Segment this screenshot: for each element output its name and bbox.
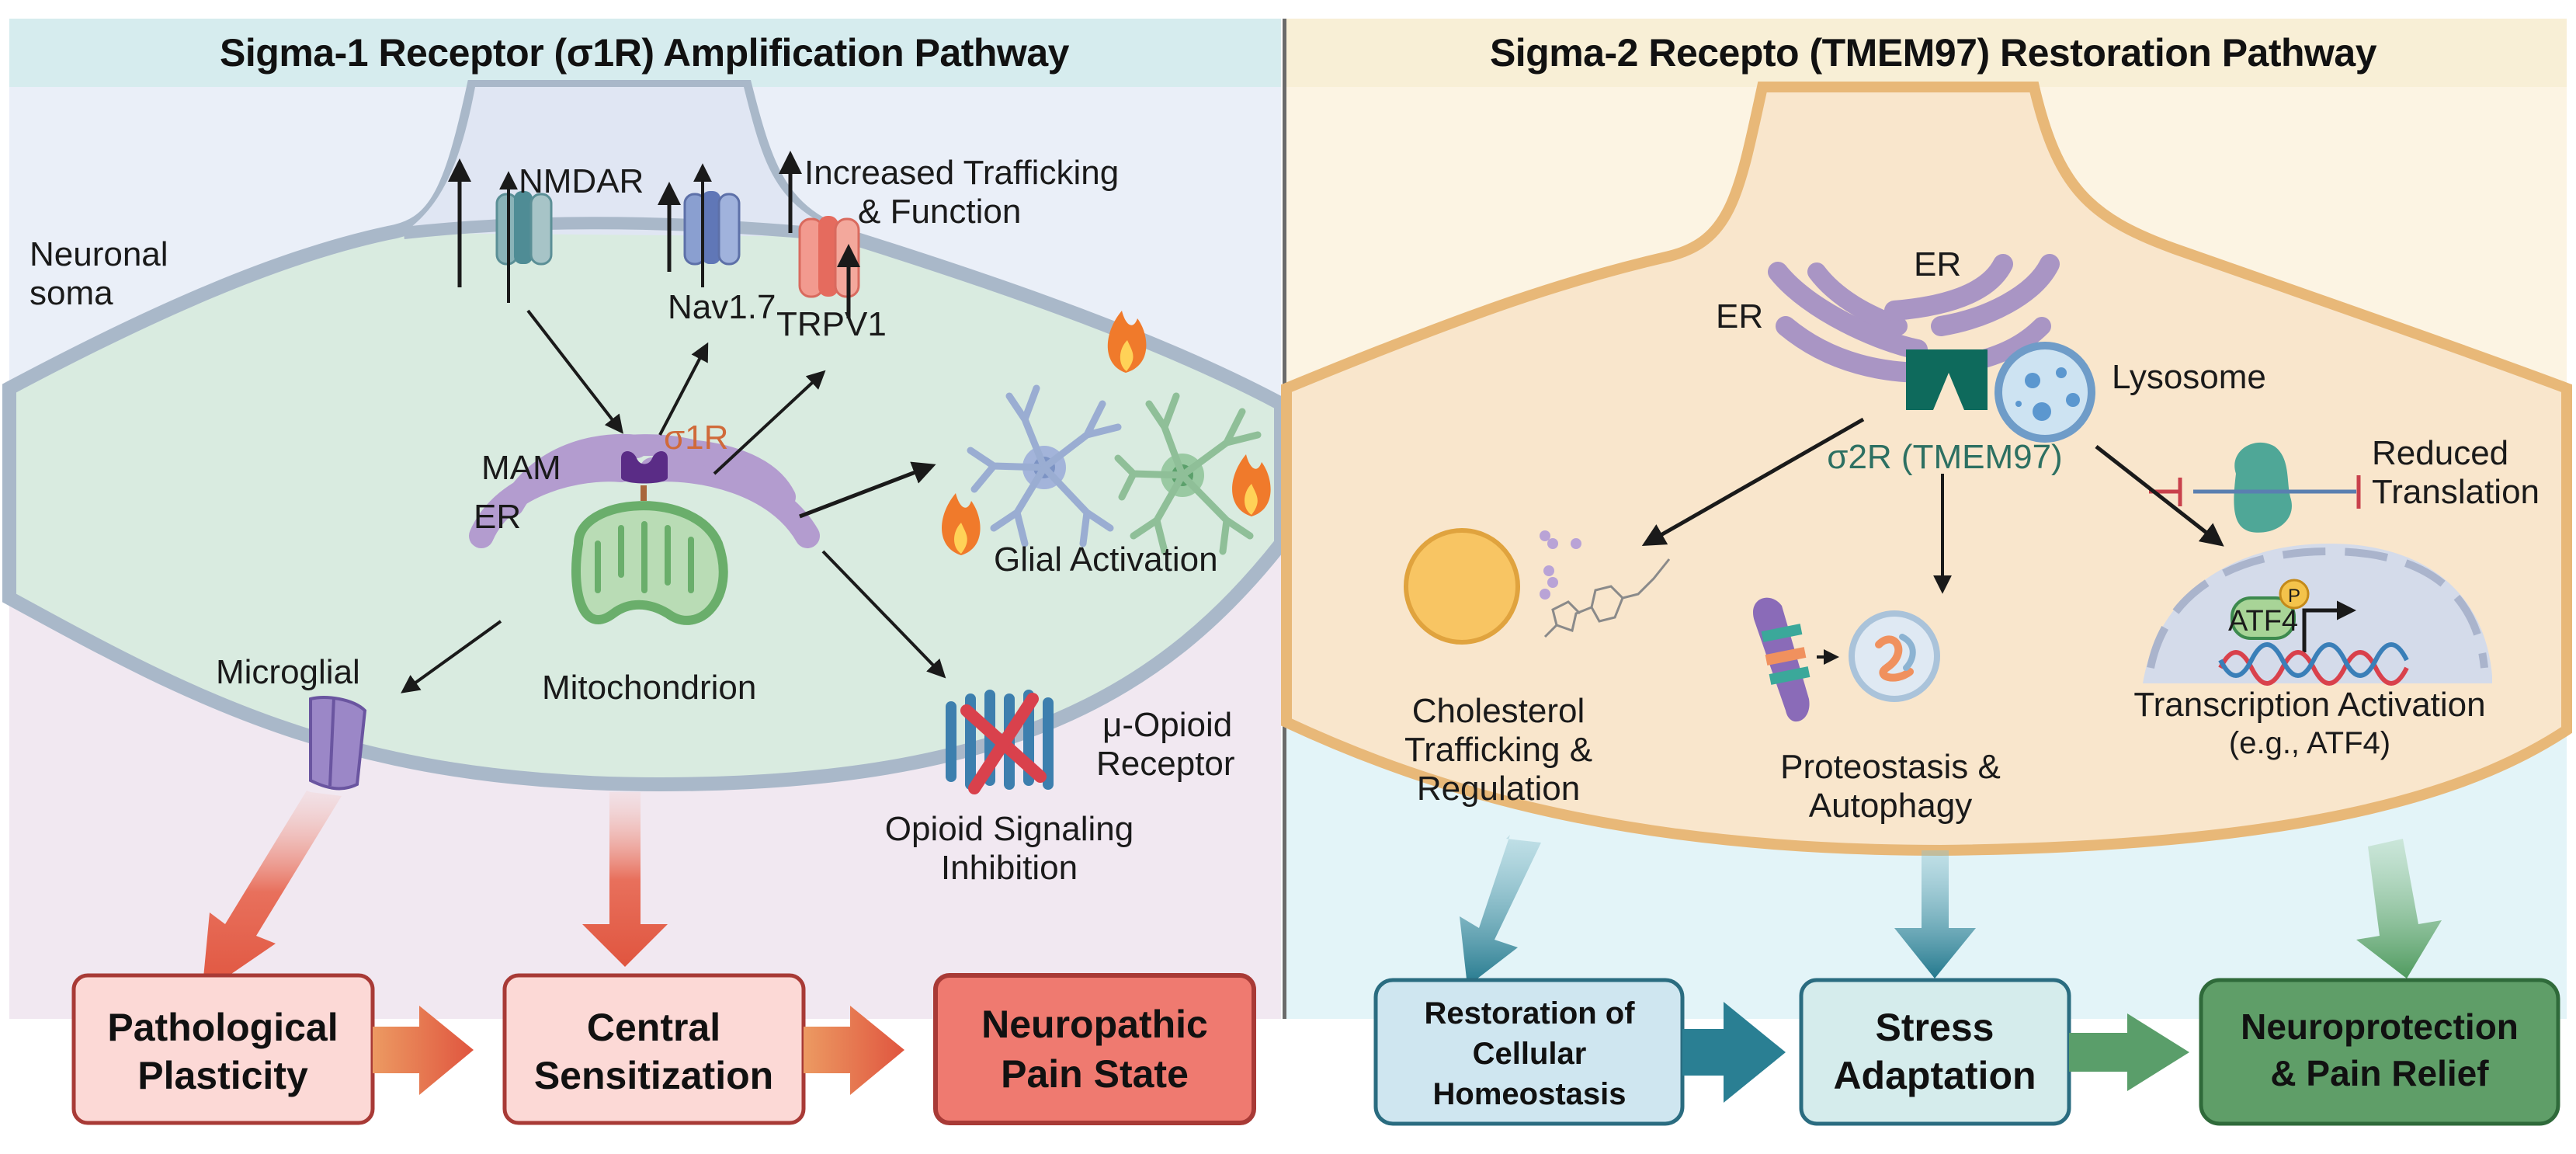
- label-proteostasis-2: Autophagy: [1809, 787, 1972, 825]
- blocked-x-icon: [960, 693, 1047, 794]
- box-label-pain-1: Neuropathic: [981, 1003, 1208, 1046]
- box-label-stress-1: Stress: [1876, 1006, 1994, 1049]
- glia-blue-icon: [967, 384, 1122, 547]
- label-mu-opioid-1: μ-Opioid: [1102, 706, 1232, 744]
- box-label-pathological-1: Pathological: [107, 1006, 338, 1049]
- mitochondrion-icon: [571, 501, 728, 625]
- atf4-protein-icon: [2231, 596, 2296, 640]
- label-glial-activation: Glial Activation: [994, 541, 1218, 579]
- phospho-icon: [2279, 579, 2310, 610]
- arrow-to-neuroprotection: [2356, 839, 2442, 978]
- label-sigma2r: σ2R (TMEM97): [1827, 438, 2062, 476]
- arrow-to-stress-adaptation: [1894, 850, 1976, 978]
- outcome-box-central-sensitization: [502, 973, 806, 1125]
- label-sigma1r: σ1R: [664, 419, 728, 457]
- autophagosome-icon: [1849, 610, 1940, 702]
- label-proteostasis-1: Proteostasis &: [1780, 748, 2001, 786]
- left-down-arrows: [202, 791, 668, 994]
- label-nmdar: NMDAR: [519, 162, 644, 200]
- label-increased-1: Increased Trafficking: [804, 154, 1119, 192]
- left-header-bg: [9, 19, 1281, 87]
- cholesterol-molecule-icon: [1543, 558, 1671, 638]
- outcome-box-neuropathic-pain: [933, 973, 1256, 1125]
- ribosome-icon: [2234, 442, 2292, 533]
- label-mam: MAM: [481, 449, 561, 487]
- box-label-neuro-2: & Pain Relief: [2270, 1053, 2489, 1093]
- box-label-restoration-2: Cellular: [1473, 1037, 1587, 1071]
- box-label-pain-2: Pain State: [1001, 1052, 1189, 1096]
- label-increased-2: & Function: [858, 193, 1021, 231]
- label-atf4: ATF4: [2228, 605, 2298, 638]
- fire-icon: [942, 311, 1271, 555]
- left-panel-title: Sigma-1 Receptor (σ1R) Amplification Pat…: [220, 31, 1070, 75]
- box-label-restoration-1: Restoration of: [1424, 996, 1635, 1031]
- outcome-box-neuroprotection: [2199, 978, 2560, 1126]
- label-cholesterol-1: Cholesterol: [1412, 692, 1585, 730]
- outcome-box-pathological-plasticity: [71, 973, 375, 1125]
- nav17-channel-icon: [683, 191, 741, 266]
- right-panel-title: Sigma-2 Recepto (TMEM97) Restoration Pat…: [1490, 31, 2377, 75]
- label-nav17: Nav1.7: [668, 288, 776, 326]
- box-label-restoration-3: Homeostasis: [1433, 1077, 1626, 1111]
- box-label-stress-2: Adaptation: [1833, 1054, 2036, 1097]
- label-mu-opioid-2: Receptor: [1096, 745, 1235, 783]
- arrow-stress-to-neuroprotection: [2069, 1013, 2189, 1091]
- lipid-droplet-icon: [1404, 528, 1520, 645]
- arrow-to-restoration: [1460, 835, 1541, 986]
- dna-helix-icon: [2218, 642, 2409, 686]
- label-cholesterol-3: Regulation: [1417, 770, 1580, 808]
- label-neuronal-soma-2: soma: [30, 274, 113, 312]
- aggregated-protein-icon: [1753, 597, 1810, 722]
- label-microglial: Microglial: [216, 653, 360, 691]
- lysosome-icon: [1994, 342, 2095, 443]
- nmdar-channel-icon: [495, 191, 553, 266]
- nucleus-icon: [2143, 544, 2492, 683]
- arrow-restoration-to-stress: [1682, 1002, 1786, 1103]
- microglial-channel-icon: [309, 696, 367, 791]
- label-reduced-2: Translation: [2372, 473, 2540, 511]
- transcription-start-arrow: [2302, 600, 2356, 652]
- label-lysosome: Lysosome: [2112, 358, 2266, 396]
- protein-cluster-icon: [1540, 530, 1581, 600]
- arrow-to-pathological-plasticity: [202, 791, 342, 994]
- arrow-to-central-sensitization: [582, 792, 668, 967]
- box-label-pathological-2: Plasticity: [137, 1054, 308, 1097]
- label-er-top: ER: [1914, 245, 1961, 283]
- label-opioid-inhibition-2: Inhibition: [941, 849, 1078, 887]
- label-transcription-1: Transcription Activation: [2133, 686, 2485, 724]
- sigma2r-protein-icon: [1906, 349, 1988, 410]
- label-neuronal-soma-1: Neuronal: [30, 235, 168, 273]
- label-mitochondrion: Mitochondrion: [542, 669, 756, 707]
- label-er-left: ER: [1716, 297, 1763, 335]
- label-reduced-1: Reduced: [2372, 434, 2508, 472]
- label-cholesterol-2: Trafficking &: [1404, 731, 1592, 769]
- right-panel: Sigma-2 Recepto (TMEM97) Restoration Pat…: [1281, 19, 2572, 1126]
- box-label-central-1: Central: [587, 1006, 720, 1049]
- outcome-box-stress-adaptation: [1799, 978, 2071, 1126]
- er-icon: [469, 433, 820, 548]
- label-opioid-inhibition-1: Opioid Signaling: [885, 810, 1134, 848]
- label-transcription-2: (e.g., ATF4): [2229, 726, 2390, 760]
- sigma1r-protein-icon: [621, 451, 668, 501]
- left-panel: Sigma-1 Receptor (σ1R) Amplification Pat…: [2, 19, 1288, 1125]
- label-er: ER: [474, 498, 521, 536]
- box-label-neuro-1: Neuroprotection: [2241, 1006, 2519, 1047]
- box-label-central-2: Sensitization: [534, 1054, 773, 1097]
- right-header-bg: [1286, 19, 2567, 87]
- arrow-sensitization-to-pain: [804, 1006, 904, 1095]
- glia-green-icon: [1114, 392, 1262, 555]
- label-phospho: P: [2288, 586, 2300, 607]
- label-trpv1: TRPV1: [776, 305, 887, 343]
- arrow-plasticity-to-sensitization: [373, 1006, 474, 1095]
